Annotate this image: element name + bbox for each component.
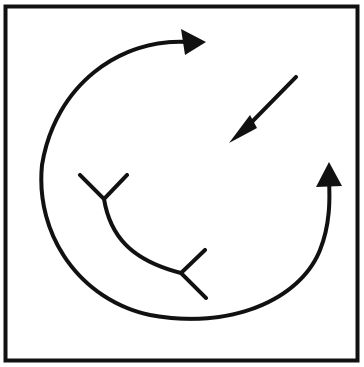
circular-arrow-icon — [41, 29, 342, 319]
branch-fork-bottom — [181, 250, 206, 298]
outer-frame — [6, 7, 358, 361]
branch-fork-top — [80, 175, 127, 199]
diagonal-arrow-icon — [229, 77, 296, 143]
circular-arrow-head-top — [181, 29, 206, 55]
branch-icon — [80, 175, 206, 298]
circular-arrow-head-right — [316, 162, 342, 187]
branch-curve — [104, 199, 181, 273]
